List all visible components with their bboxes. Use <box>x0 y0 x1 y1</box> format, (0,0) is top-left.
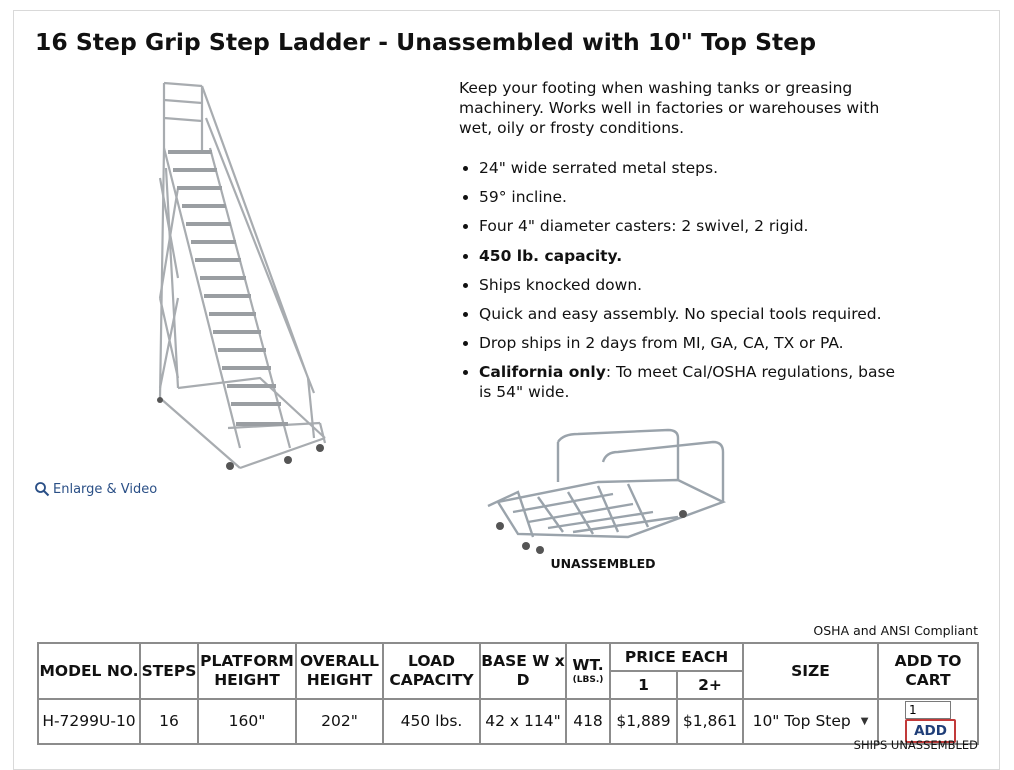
cell-price-1: $1,889 <box>609 698 678 745</box>
spec-table: MODEL NO. STEPS PLATFORM HEIGHT OVERALL … <box>37 642 980 745</box>
unassembled-ladder-image <box>487 428 727 554</box>
feature-item: Four 4" diameter casters: 2 swivel, 2 ri… <box>459 216 909 236</box>
col-price-2plus: 2+ <box>675 670 745 700</box>
add-to-cart-button[interactable]: ADD <box>905 718 956 743</box>
col-price-1: 1 <box>609 670 678 700</box>
feature-item: Quick and easy assembly. No special tool… <box>459 304 909 324</box>
chevron-down-icon: ▼ <box>860 715 869 727</box>
feature-item: 450 lb. capacity. <box>459 246 909 266</box>
magnifier-icon <box>35 482 50 497</box>
unassembled-caption: UNASSEMBLED <box>550 556 656 571</box>
compliance-note: OSHA and ANSI Compliant <box>813 623 978 638</box>
col-model: MODEL NO. <box>37 642 141 700</box>
product-title: 16 Step Grip Step Ladder - Unassembled w… <box>35 28 817 56</box>
cell-overall-height: 202" <box>295 698 384 745</box>
feature-item: Drop ships in 2 days from MI, GA, CA, TX… <box>459 333 909 353</box>
col-weight: WT. (LBS.) <box>565 642 611 700</box>
col-price-each: PRICE EACH <box>608 642 745 672</box>
col-steps: STEPS <box>139 642 199 700</box>
size-select-value: 10" Top Step <box>752 712 851 731</box>
col-load-capacity: LOAD CAPACITY <box>382 642 481 700</box>
cell-add-to-cart: ADD <box>877 698 980 745</box>
cell-load-capacity: 450 lbs. <box>382 698 481 745</box>
col-base: BASE W x D <box>479 642 567 700</box>
cell-base: 42 x 114" <box>479 698 567 745</box>
cell-size: 10" Top Step ▼ <box>742 698 880 745</box>
feature-item: 24" wide serrated metal steps. <box>459 158 909 178</box>
feature-list: 24" wide serrated metal steps. 59° incli… <box>459 158 909 412</box>
cell-model: H-7299U-10 <box>37 698 141 745</box>
cell-platform-height: 160" <box>197 698 297 745</box>
feature-item: California only: To meet Cal/OSHA regula… <box>459 362 909 402</box>
cell-steps: 16 <box>139 698 199 745</box>
ships-unassembled-note: SHIPS UNASSEMBLED <box>853 738 978 752</box>
col-overall-height: OVERALL HEIGHT <box>295 642 384 700</box>
feature-item: Ships knocked down. <box>459 275 909 295</box>
size-select[interactable]: 10" Top Step ▼ <box>753 712 869 730</box>
col-add-to-cart: ADD TO CART <box>877 642 980 700</box>
cell-price-2plus: $1,861 <box>675 698 745 745</box>
ladder-product-image[interactable] <box>130 78 350 478</box>
cell-weight: 418 <box>565 698 611 745</box>
product-description: Keep your footing when washing tanks or … <box>459 79 880 137</box>
col-platform-height: PLATFORM HEIGHT <box>197 642 297 700</box>
feature-item: 59° incline. <box>459 187 909 207</box>
table-row: H-7299U-10 16 160" 202" 450 lbs. 42 x 11… <box>37 698 980 745</box>
weight-unit: (LBS.) <box>572 675 604 685</box>
quantity-input[interactable] <box>905 700 952 719</box>
enlarge-video-link[interactable]: Enlarge & Video <box>34 481 157 497</box>
col-size: SIZE <box>742 642 880 700</box>
enlarge-video-label: Enlarge & Video <box>53 481 158 497</box>
